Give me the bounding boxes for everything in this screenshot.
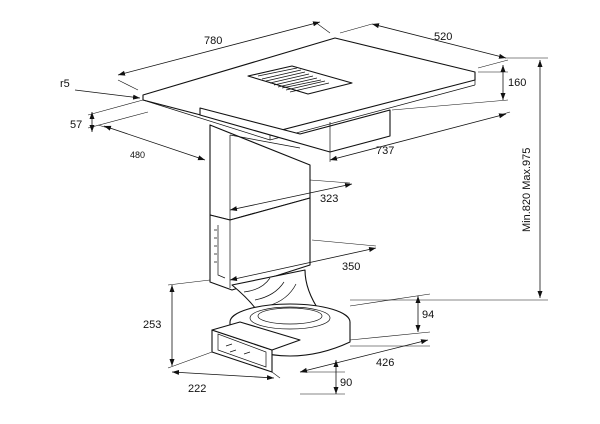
dim-total-height: Min.820 Max.975 bbox=[350, 57, 548, 301]
dim-90: 90 bbox=[300, 360, 352, 395]
dim-737-label: 737 bbox=[376, 145, 394, 157]
dim-426: 426 bbox=[299, 339, 430, 373]
dim-222: 222 bbox=[171, 369, 281, 395]
dim-total-height-label: Min.820 Max.975 bbox=[521, 148, 533, 232]
dim-737: 737 bbox=[329, 111, 511, 162]
dim-323-label: 323 bbox=[320, 193, 338, 205]
dim-90-label: 90 bbox=[340, 377, 352, 389]
dim-323: 323 bbox=[229, 179, 353, 211]
dim-520: 520 bbox=[339, 23, 509, 69]
dim-426-label: 426 bbox=[376, 357, 394, 369]
dim-780: 780 bbox=[117, 21, 331, 91]
dim-160-label: 160 bbox=[508, 77, 526, 89]
dim-480-label: 480 bbox=[130, 150, 145, 160]
dim-253: 253 bbox=[143, 279, 213, 369]
dim-160: 160 bbox=[391, 65, 526, 111]
dim-350-label: 350 bbox=[342, 261, 360, 273]
dim-350: 350 bbox=[229, 239, 377, 281]
dim-r5-label: r5 bbox=[60, 78, 70, 90]
dim-94-label: 94 bbox=[422, 309, 434, 321]
dim-253-label: 253 bbox=[143, 319, 161, 331]
outlet-box bbox=[211, 321, 301, 373]
dim-57-label: 57 bbox=[70, 119, 82, 131]
dim-480: 480 bbox=[97, 124, 206, 161]
dim-780-label: 780 bbox=[204, 35, 222, 47]
dim-r5: r5 bbox=[60, 78, 141, 100]
extraction-column bbox=[209, 124, 311, 291]
dim-222-label: 222 bbox=[188, 383, 206, 395]
dim-57: 57 bbox=[70, 99, 149, 132]
dim-94: 94 bbox=[349, 293, 434, 341]
dim-520-label: 520 bbox=[434, 31, 452, 43]
